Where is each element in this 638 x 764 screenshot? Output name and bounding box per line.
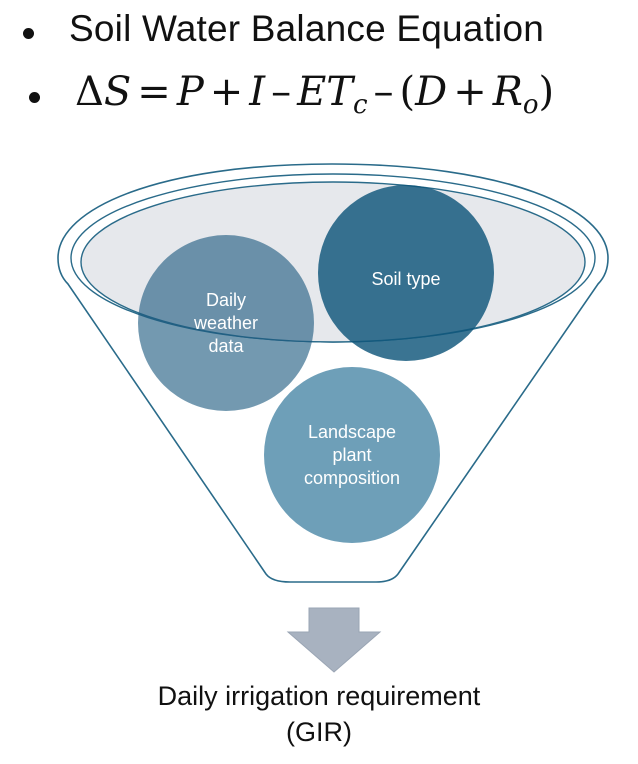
funnel-diagram	[57, 163, 609, 673]
input-circle-landscape	[264, 367, 440, 543]
bullet-equation: ΔS=P+I–ETc–(D+Ro)	[0, 64, 638, 126]
eq-i: I	[249, 69, 266, 115]
equation-title: Soil Water Balance Equation	[69, 8, 545, 49]
eq-r-subscript: o	[522, 90, 539, 120]
eq-open-paren: (	[399, 69, 416, 115]
eq-et: ET	[297, 69, 353, 115]
eq-d: D	[415, 69, 448, 115]
eq-et-subscript: c	[352, 90, 368, 120]
eq-equals: =	[137, 69, 171, 115]
output-label: Daily irrigation requirement (GIR)	[0, 678, 638, 750]
eq-plus: +	[209, 69, 244, 115]
output-line: Daily irrigation requirement	[157, 681, 481, 711]
eq-minus: –	[271, 69, 292, 115]
eq-plus: +	[453, 69, 487, 115]
eq-s: S	[103, 69, 132, 115]
eq-close-paren: )	[538, 69, 555, 115]
bullet-dot	[29, 92, 40, 103]
eq-p: P	[176, 69, 204, 115]
eq-minus: –	[373, 69, 394, 115]
down-arrow-icon	[286, 607, 382, 673]
soil-water-balance-equation: ΔS=P+I–ETc–(D+Ro)	[75, 64, 554, 120]
eq-delta: Δ	[75, 69, 104, 115]
input-circle-soil	[318, 185, 494, 361]
bullet-dot	[23, 28, 34, 39]
output-line: (GIR)	[286, 717, 352, 747]
bullet-title: Soil Water Balance Equation	[0, 4, 638, 58]
input-circle-weather	[138, 235, 314, 411]
eq-r: R	[492, 69, 523, 115]
